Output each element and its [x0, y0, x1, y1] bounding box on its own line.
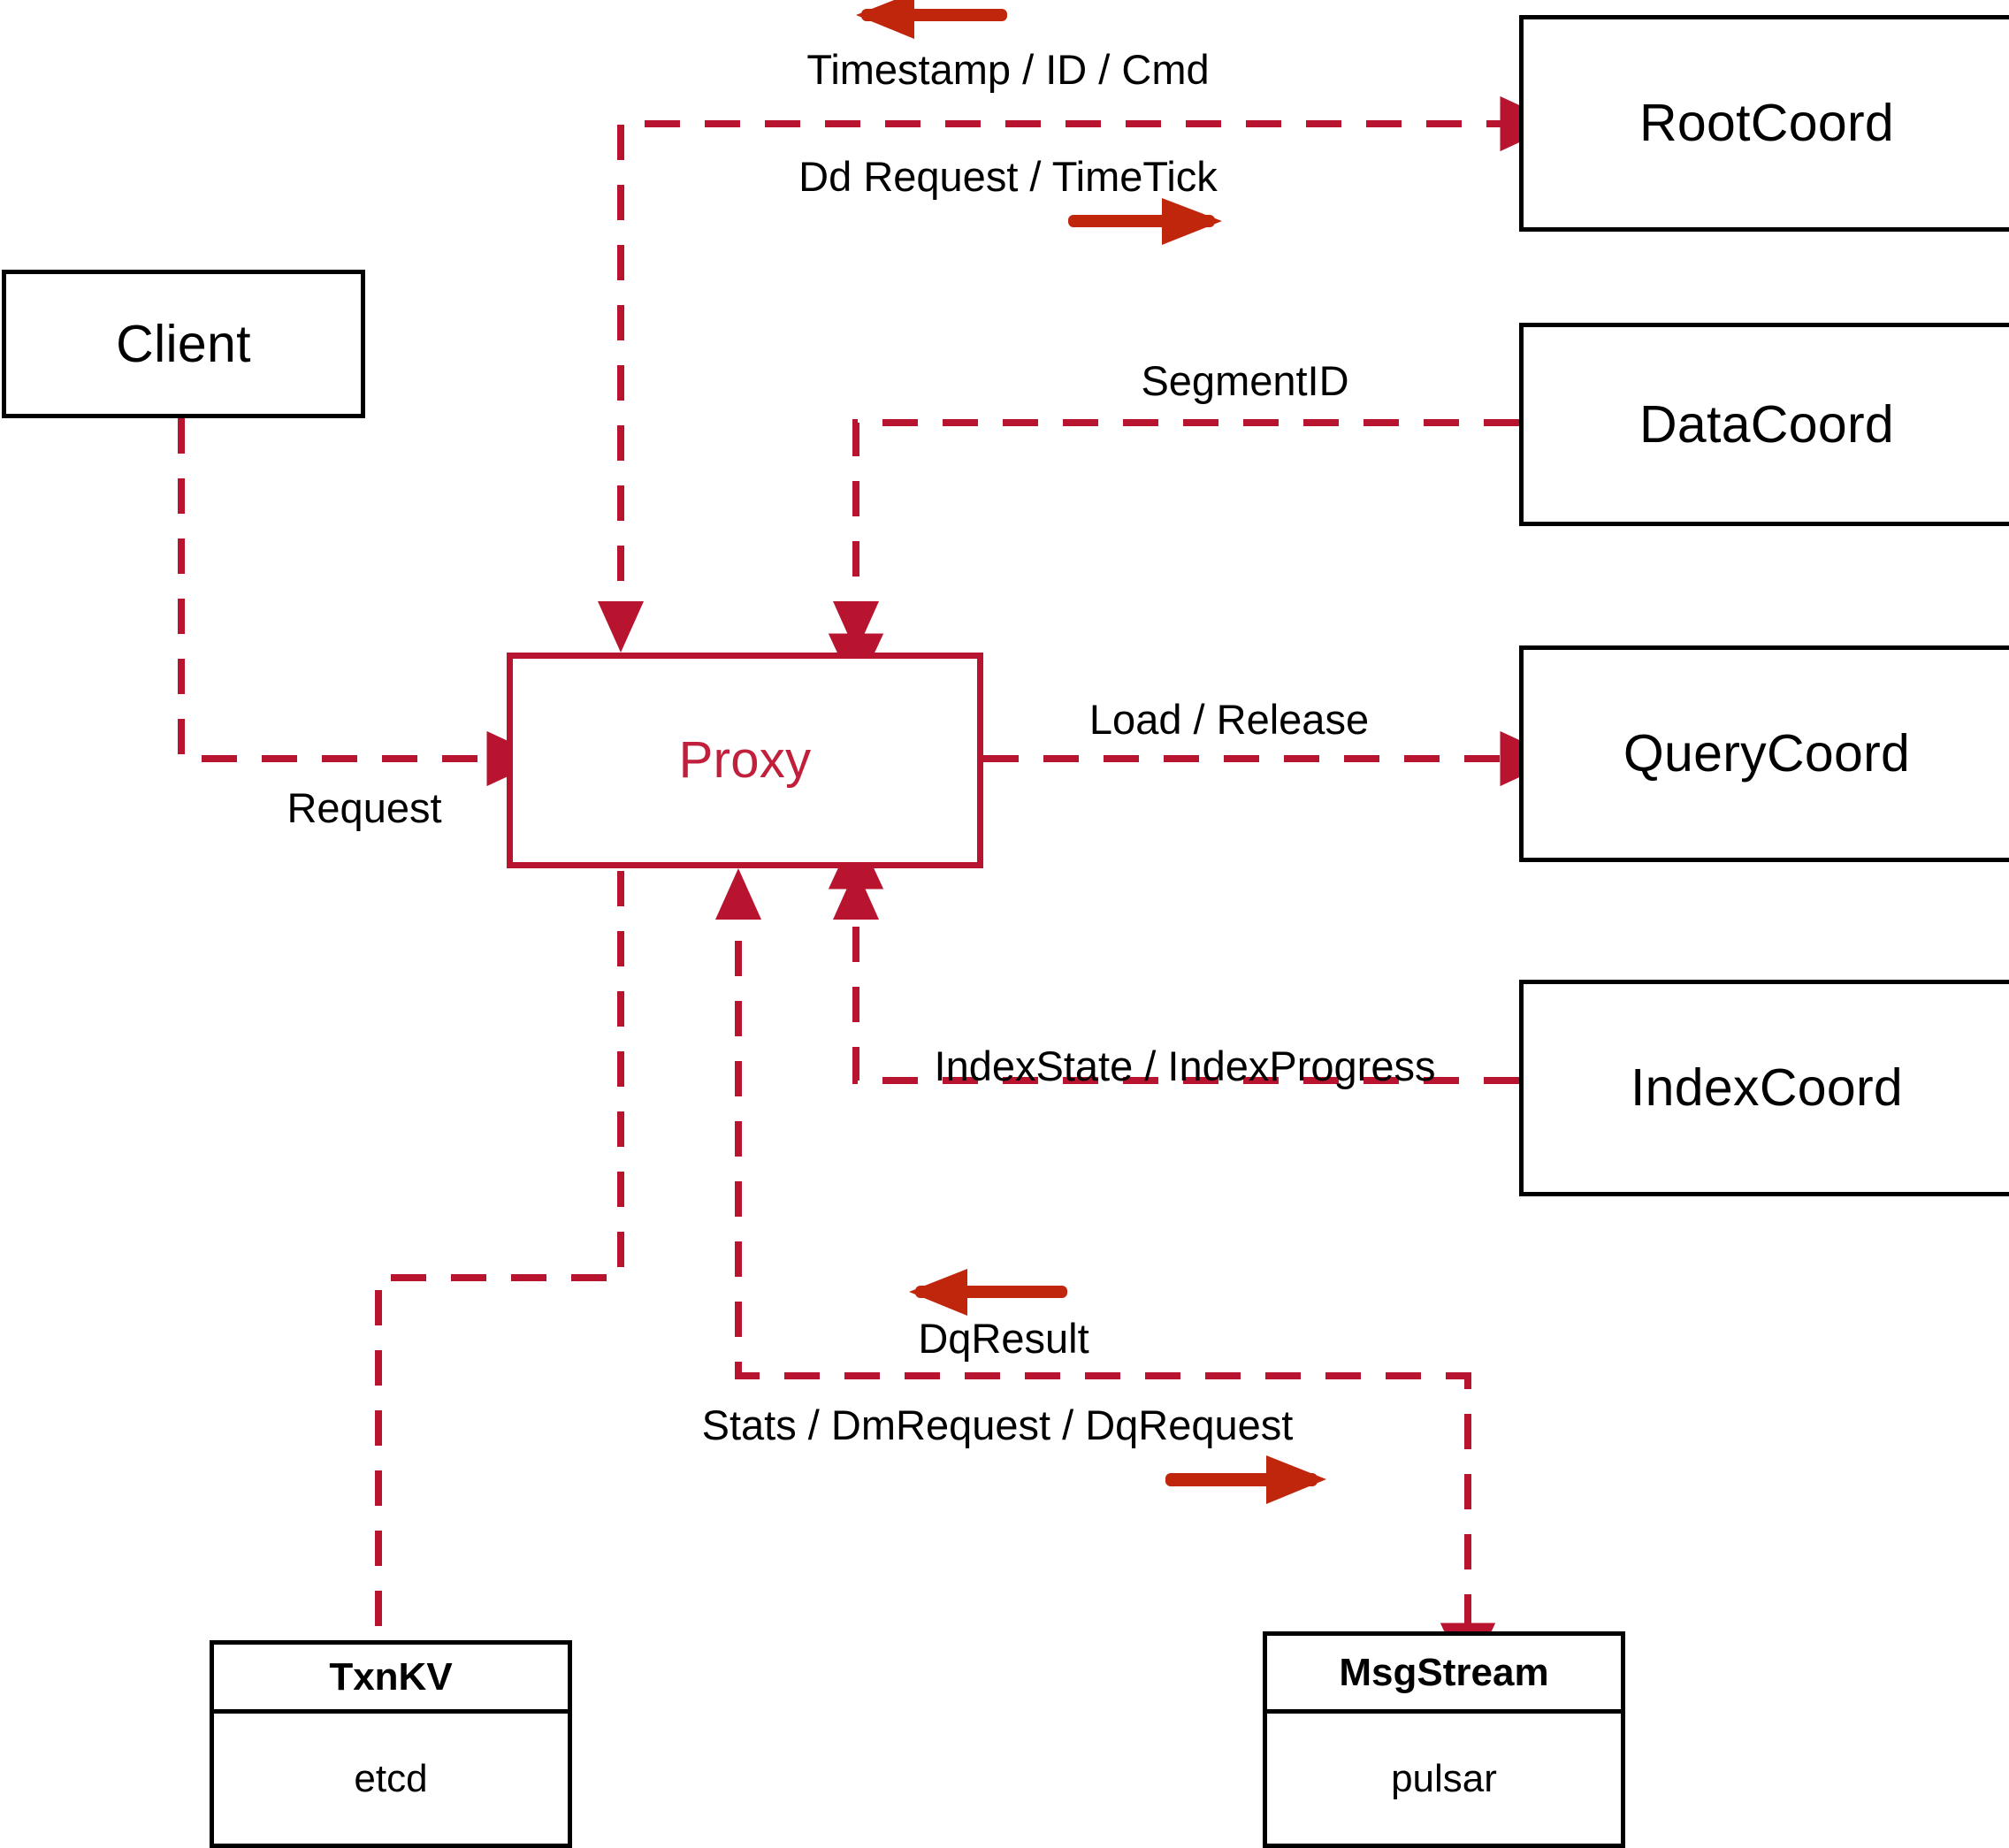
node-querycoord[interactable]: QueryCoord — [1519, 645, 2009, 862]
direction-arrow-dqresult — [909, 1269, 1067, 1316]
arrowhead-datacoord-to-proxy — [833, 601, 879, 653]
node-indexcoord[interactable]: IndexCoord — [1519, 980, 2009, 1196]
edge-label-dd-request-timetick: Dd Request / TimeTick — [798, 153, 1218, 200]
node-querycoord-label: QueryCoord — [1623, 724, 1911, 783]
node-rootcoord-label: RootCoord — [1639, 94, 1895, 153]
node-datacoord[interactable]: DataCoord — [1519, 323, 2009, 526]
direction-arrow-stats-dmrequest-dqrequest — [1165, 1455, 1326, 1504]
arrowhead-msgstream-to-proxy — [715, 868, 761, 920]
node-msgstream-body-label: pulsar — [1391, 1756, 1497, 1800]
direction-arrow-dd-request-timetick — [1068, 198, 1222, 245]
wire-datacoord-to-proxy — [828, 419, 1519, 693]
arrowhead-indexcoord-to-proxy — [833, 868, 879, 920]
wire-proxy-to-msgstream — [735, 881, 1496, 1683]
node-msgstream[interactable]: MsgStream pulsar — [1263, 1631, 1625, 1848]
node-client[interactable]: Client — [2, 270, 365, 418]
arrowhead-rootcoord-to-proxy — [598, 601, 644, 653]
node-proxy-label: Proxy — [678, 731, 812, 790]
wire-proxy-to-txnkv — [375, 871, 624, 1640]
node-client-label: Client — [116, 314, 251, 373]
node-txnkv-header-label: TxnKV — [329, 1654, 453, 1699]
edge-label-dqresult: DqResult — [918, 1315, 1089, 1362]
node-rootcoord[interactable]: RootCoord — [1519, 15, 2009, 232]
edge-label-indexstate-indexprogress: IndexState / IndexProgress — [934, 1042, 1436, 1089]
node-txnkv-header: TxnKV — [214, 1645, 568, 1714]
edge-label-load-release: Load / Release — [1089, 696, 1370, 743]
wire-proxy-to-rootcoord — [617, 95, 1560, 641]
node-msgstream-header: MsgStream — [1267, 1636, 1621, 1714]
node-txnkv[interactable]: TxnKV etcd — [210, 1640, 572, 1848]
node-txnkv-body: etcd — [214, 1714, 568, 1844]
wire-client-to-proxy — [178, 418, 546, 787]
edge-label-timestamp-id-cmd: Timestamp / ID / Cmd — [806, 46, 1210, 93]
edge-label-stats-dmrequest-dqrequest: Stats / DmRequest / DqRequest — [701, 1401, 1294, 1448]
direction-arrow-timestamp-id-cmd — [856, 0, 1007, 39]
node-proxy[interactable]: Proxy — [507, 653, 983, 868]
node-txnkv-body-label: etcd — [354, 1756, 428, 1800]
edge-label-segmentid: SegmentID — [1141, 357, 1349, 404]
node-msgstream-header-label: MsgStream — [1339, 1650, 1549, 1694]
edge-label-request: Request — [286, 784, 442, 831]
node-datacoord-label: DataCoord — [1639, 394, 1895, 454]
node-msgstream-body: pulsar — [1267, 1714, 1621, 1844]
node-indexcoord-label: IndexCoord — [1630, 1058, 1904, 1118]
